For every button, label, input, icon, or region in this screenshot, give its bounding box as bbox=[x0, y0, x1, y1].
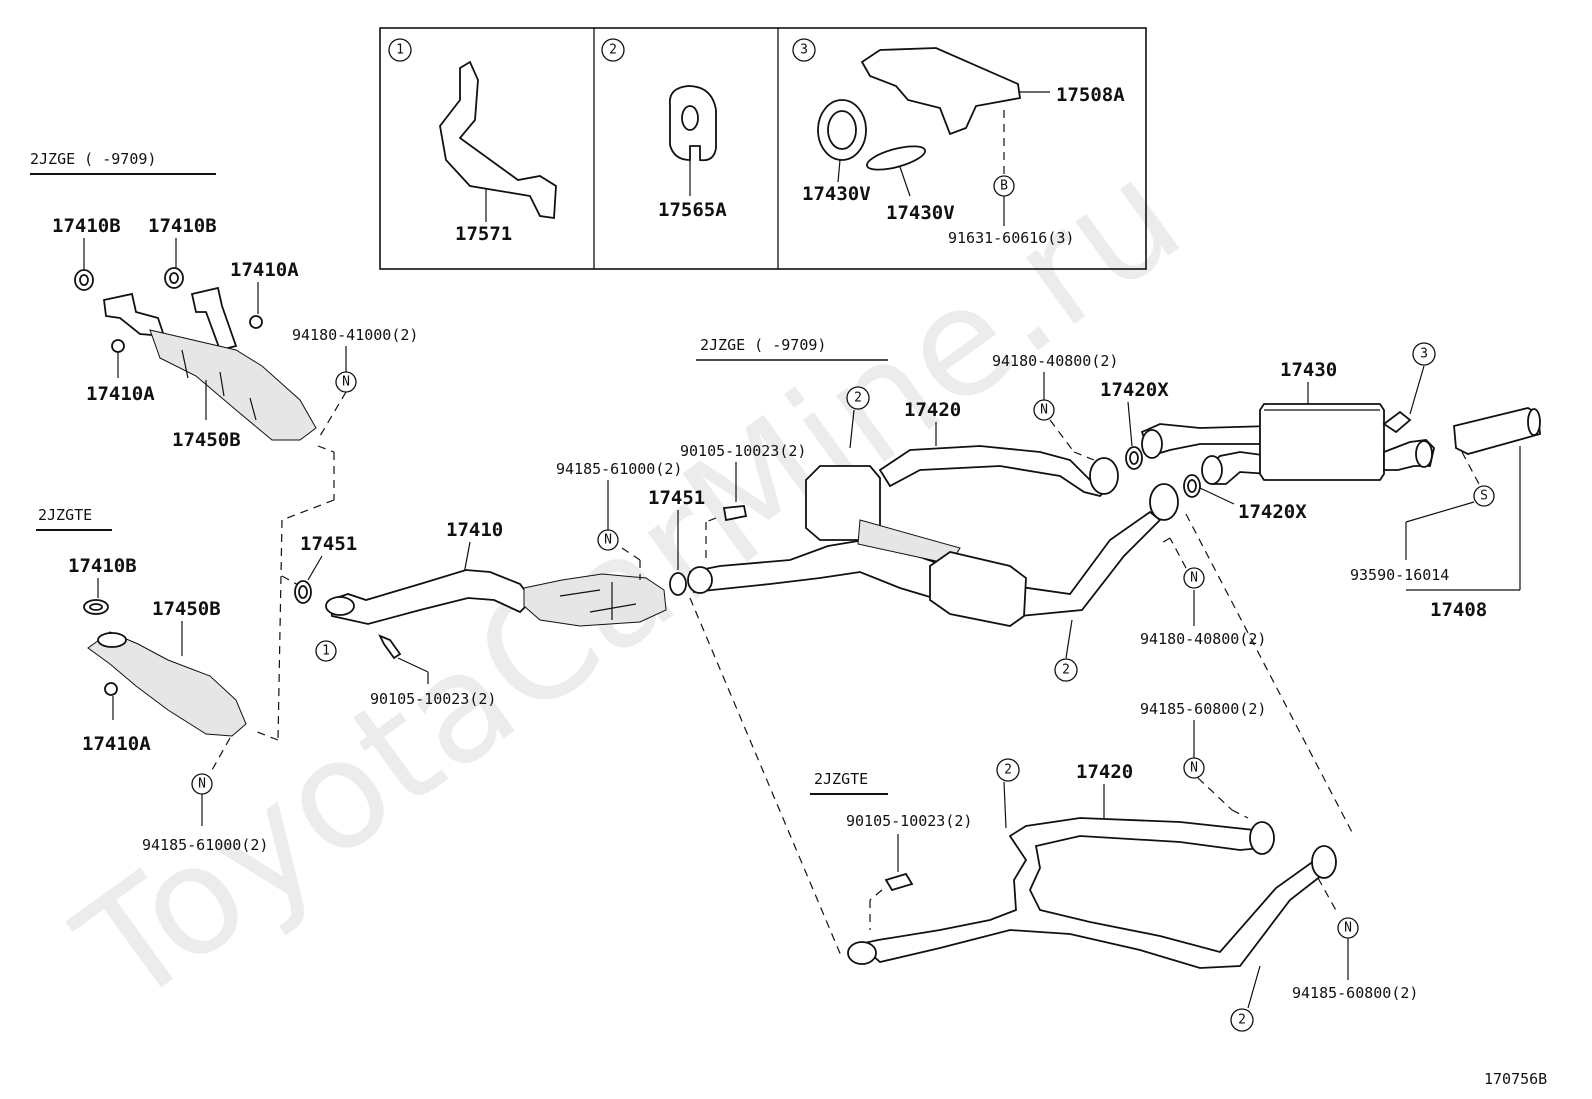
marker-S: S bbox=[1480, 489, 1488, 504]
bolt-icon bbox=[884, 872, 914, 892]
variant-label: 2JZGTE bbox=[814, 770, 868, 788]
nut-spec: 94180-40800(2) bbox=[992, 352, 1118, 370]
bolt-icon bbox=[378, 634, 402, 660]
part-number: 17430V bbox=[886, 202, 955, 224]
hanger-ref-2: 2 bbox=[854, 391, 862, 406]
catalytic-converter-17410-icon bbox=[523, 573, 667, 627]
muffler-mid-icon bbox=[929, 551, 1027, 627]
hanger-ref-2: 2 bbox=[1062, 663, 1070, 678]
figure-code: 170756B bbox=[1484, 1070, 1547, 1088]
bracket-17508A-icon bbox=[860, 47, 1022, 136]
marker-N: N bbox=[1040, 403, 1048, 418]
left-group-2jzge: 2JZGE ( -9709) 17410B 17410B 17410A 1741… bbox=[30, 150, 418, 741]
part-number: 17410A bbox=[82, 733, 151, 755]
variant-label: 2JZGE ( -9709) bbox=[30, 150, 156, 168]
part-number: 17420X bbox=[1100, 379, 1169, 401]
hanger-ref-2: 2 bbox=[1004, 763, 1012, 778]
part-number: 17565A bbox=[658, 199, 727, 221]
nut-spec: 94180-40800(2) bbox=[1140, 630, 1266, 648]
panel-number: 3 bbox=[800, 43, 808, 58]
nut-spec: 94185-60800(2) bbox=[1140, 700, 1266, 718]
panel-number: 1 bbox=[396, 43, 404, 58]
part-number: 17410A bbox=[86, 383, 155, 405]
inset-panel-3: 3 17508A 17430V 17430V B 91631-60616(3) bbox=[792, 38, 1125, 247]
center-pipe-17420-icon bbox=[858, 817, 1328, 969]
muffler-group: 17420X 17420X 17430 3 S 93590-16014 bbox=[1100, 342, 1541, 621]
marker-N: N bbox=[1344, 921, 1352, 936]
part-number: 17410B bbox=[148, 215, 217, 237]
marker-N: N bbox=[1190, 761, 1198, 776]
part-number: 17571 bbox=[455, 223, 512, 245]
marker-N: N bbox=[1190, 571, 1198, 586]
front-pipe-group: 17451 17410 1 90105-10023(2) 94185-61000… bbox=[294, 442, 806, 708]
part-number: 17430 bbox=[1280, 359, 1337, 381]
variant-label: 2JZGTE bbox=[38, 506, 92, 524]
bolt-spec: 90105-10023(2) bbox=[370, 690, 496, 708]
part-number: 17508A bbox=[1056, 84, 1125, 106]
part-number: 17410B bbox=[52, 215, 121, 237]
marker-N: N bbox=[604, 533, 612, 548]
variant-label: 2JZGE ( -9709) bbox=[700, 336, 826, 354]
marker-B: B bbox=[1000, 179, 1008, 194]
bolt-spec: 90105-10023(2) bbox=[680, 442, 806, 460]
nut-spec: 94185-61000(2) bbox=[142, 836, 268, 854]
tail-tip-17408-icon bbox=[1453, 407, 1541, 455]
part-number: 91631-60616(3) bbox=[948, 229, 1074, 247]
nut-spec: 94185-61000(2) bbox=[556, 460, 682, 478]
left-group-2jzgte: 2JZGTE 17410B 17450B 17410A N 94185-6100… bbox=[36, 506, 268, 854]
bolt-spec: 90105-10023(2) bbox=[846, 812, 972, 830]
part-number: 17410B bbox=[68, 555, 137, 577]
part-number: 17450B bbox=[152, 598, 221, 620]
part-number: 17410A bbox=[230, 259, 299, 281]
catalytic-converter-17450B-icon bbox=[87, 631, 247, 737]
part-number: 17451 bbox=[300, 533, 357, 555]
hanger-ref-2: 2 bbox=[1238, 1013, 1246, 1028]
part-number: 17451 bbox=[648, 487, 705, 509]
part-number: 17420 bbox=[1076, 761, 1133, 783]
inset-panel-2: 2 17565A bbox=[601, 38, 727, 221]
part-number: 17420 bbox=[904, 399, 961, 421]
center-pipe-2jzge-group: 2JZGE ( -9709) 17420 2 2 94180-40800(2) … bbox=[687, 336, 1355, 959]
nut-spec: 94185-60800(2) bbox=[1292, 984, 1418, 1002]
part-number: 17430V bbox=[802, 183, 871, 205]
part-number: 17408 bbox=[1430, 599, 1487, 621]
center-pipe-2jzgte-group: 2JZGTE 90105-10023(2) 17420 2 2 94185-60… bbox=[810, 700, 1418, 1032]
part-number: 17420X bbox=[1238, 501, 1307, 523]
inset-panel-1: 1 17571 bbox=[388, 38, 557, 245]
nut-spec: 94180-41000(2) bbox=[292, 326, 418, 344]
marker-N: N bbox=[342, 375, 350, 390]
hanger-ref-3: 3 bbox=[1420, 347, 1428, 362]
bracket-17571-icon bbox=[439, 60, 557, 220]
bracket-ref-1: 1 bbox=[322, 644, 330, 659]
detail-inset: 1 17571 2 17565A 3 17508A 17430V bbox=[379, 27, 1147, 270]
main-muffler-17430-icon bbox=[1259, 403, 1385, 481]
bolt-icon bbox=[722, 505, 748, 522]
part-number: 17410 bbox=[446, 519, 503, 541]
panel-number: 2 bbox=[609, 43, 617, 58]
screw-spec: 93590-16014 bbox=[1350, 566, 1449, 584]
marker-N: N bbox=[198, 777, 206, 792]
part-number: 17450B bbox=[172, 429, 241, 451]
catalytic-converter-17450B-icon bbox=[149, 329, 317, 441]
manifold-pipe-icon bbox=[103, 292, 166, 338]
